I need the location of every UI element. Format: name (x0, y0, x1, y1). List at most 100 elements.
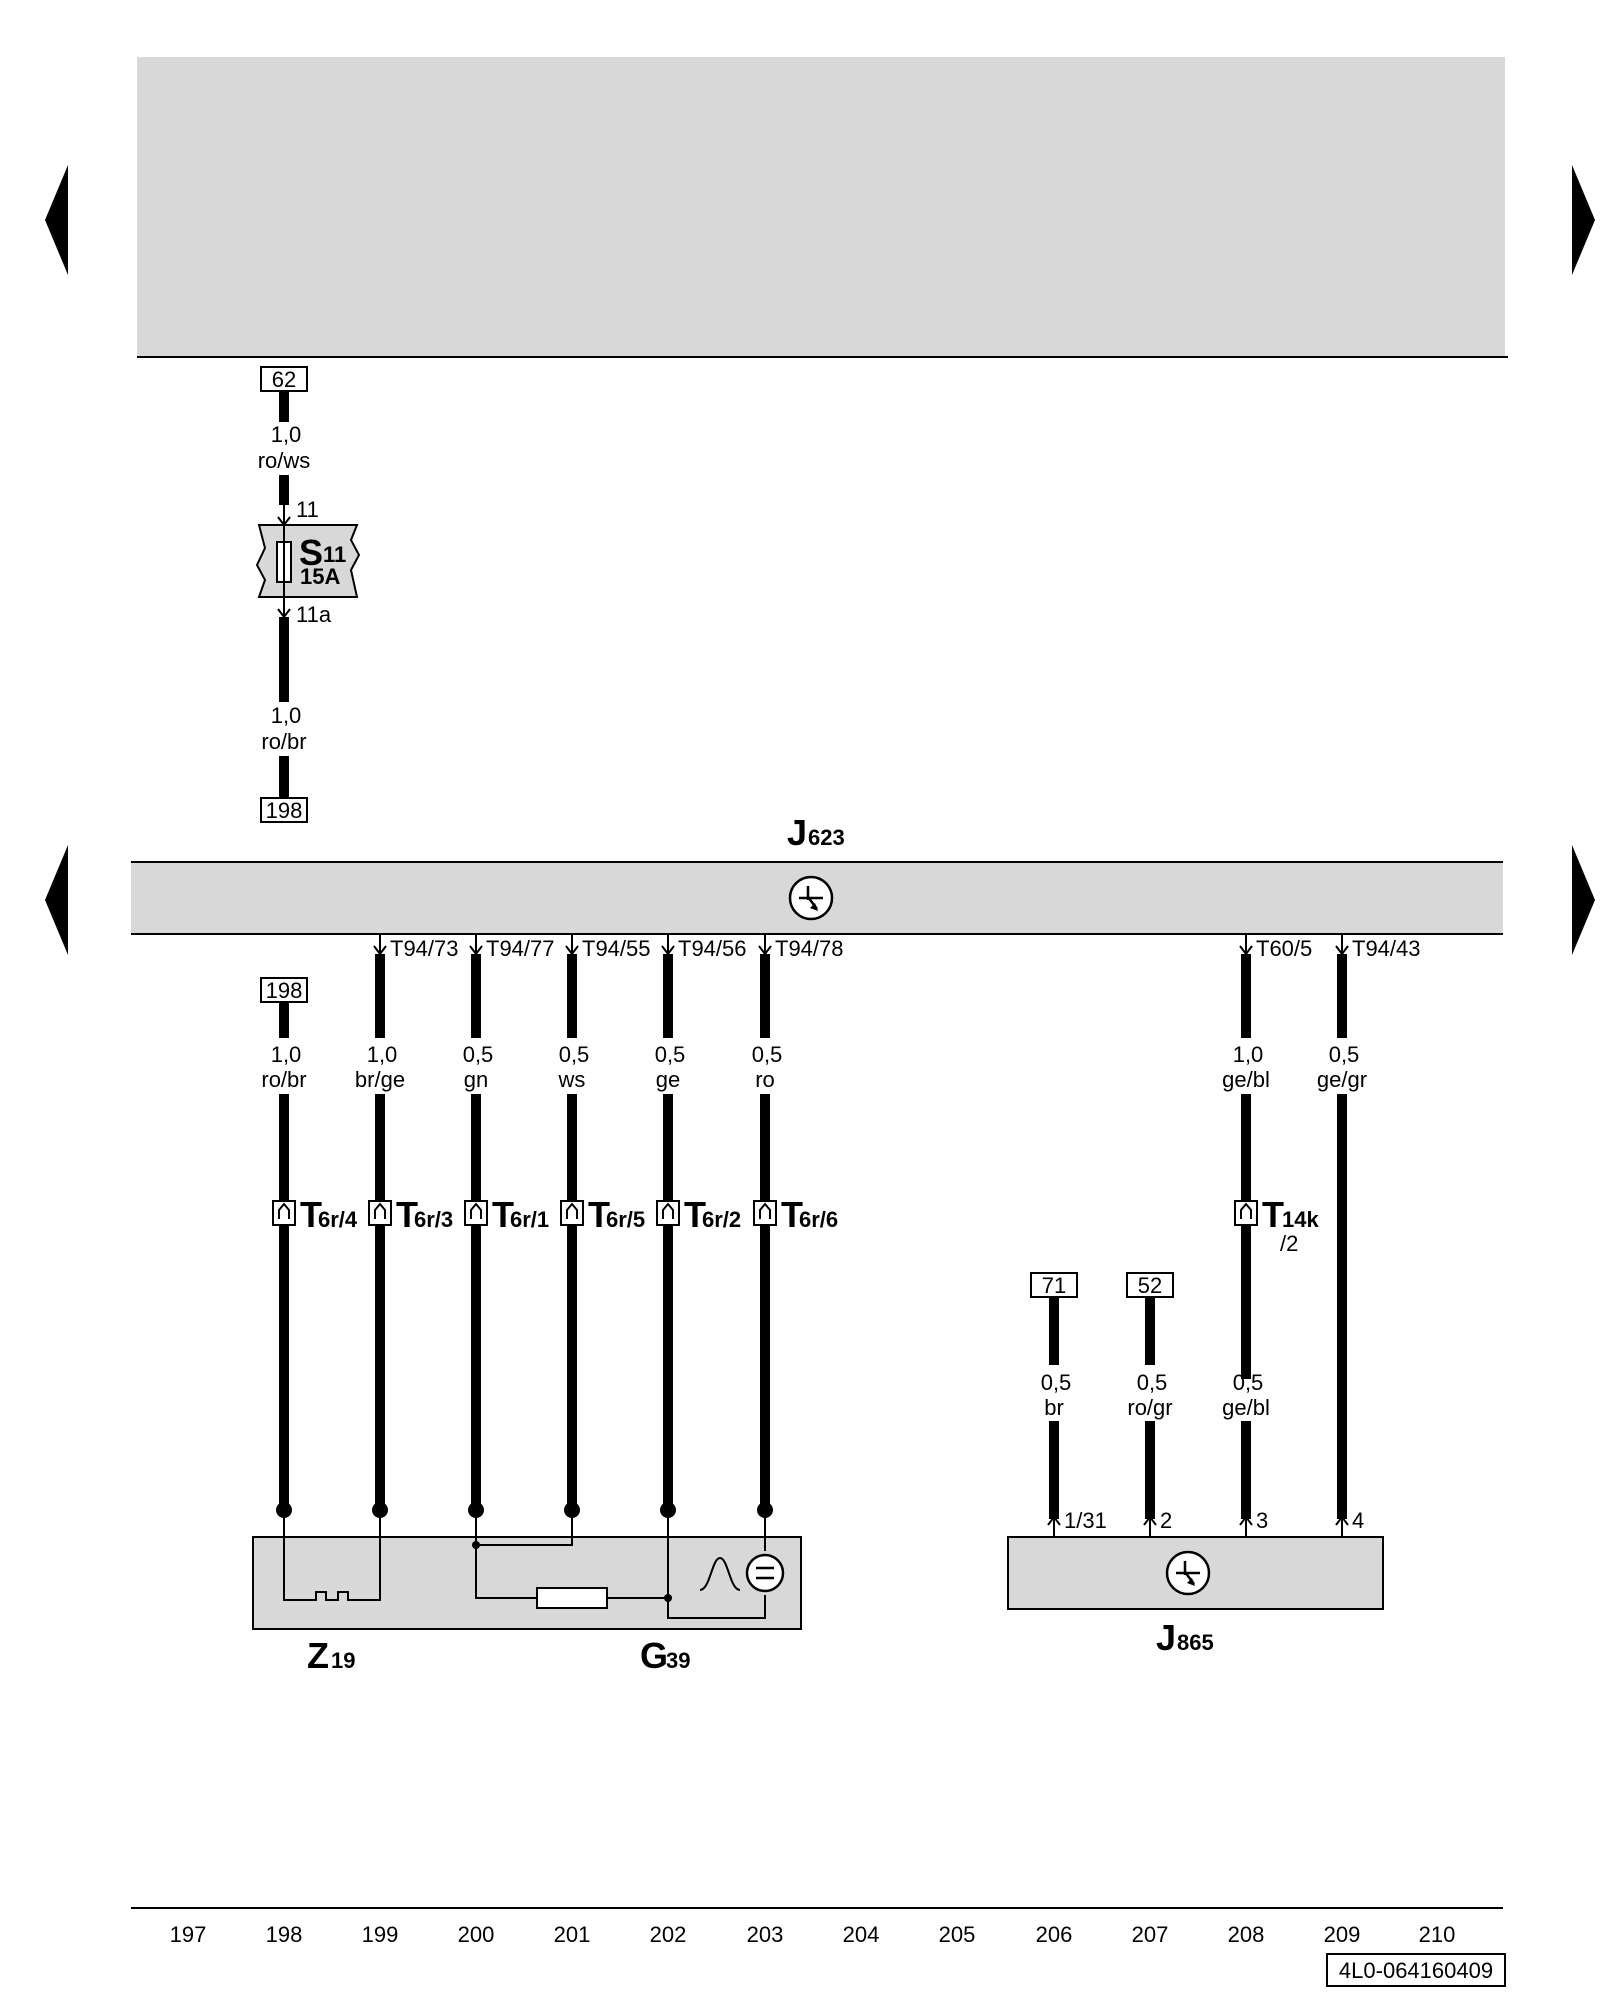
g39-sensor-node-mid (664, 1594, 672, 1602)
svg-text:205: 205 (939, 1922, 976, 1947)
wire-fuse-in-color: ro/ws (258, 448, 311, 473)
ecu-pin-t94-73: T94/73 (390, 936, 459, 961)
wire-fuse-out-upper (279, 617, 289, 702)
prev-page-arrow-bottom[interactable] (45, 845, 68, 955)
wire-segments-lower (279, 1094, 1347, 1519)
component-z19-name: Z (307, 1635, 329, 1676)
svg-text:T: T (396, 1194, 418, 1235)
ref-198-top: 198 (266, 798, 303, 823)
wire-fuse-out-color: ro/br (261, 729, 306, 754)
svg-text:210: 210 (1419, 1922, 1456, 1947)
svg-text:201: 201 (554, 1922, 591, 1947)
module-j865-transistor-icon (1165, 1550, 1211, 1596)
svg-text:6r/1: 6r/1 (510, 1207, 549, 1232)
fuse-pin-in: 11 (296, 497, 319, 522)
svg-text:6r/5: 6r/5 (606, 1207, 645, 1232)
svg-text:/2: /2 (1280, 1231, 1298, 1256)
z19-heater-element (283, 1510, 381, 1601)
j865-pin-3: 3 (1256, 1508, 1268, 1533)
svg-text:T: T (1262, 1194, 1284, 1235)
aux-wire-52-size: 0,5 (1137, 1370, 1168, 1395)
svg-text:209: 209 (1324, 1922, 1361, 1947)
svg-text:200: 200 (458, 1922, 495, 1947)
ref-box-198-bottom (260, 977, 308, 1003)
component-z19-sub: 19 (331, 1648, 355, 1673)
ecu-pin-t94-43: T94/43 (1352, 936, 1421, 961)
next-page-arrow-top[interactable] (1572, 165, 1595, 275)
prev-page-arrow-top[interactable] (45, 165, 68, 275)
top-grey-panel (137, 57, 1505, 357)
j865-pin-4: 4 (1352, 1508, 1364, 1533)
wire-7-size: 1,0 (1233, 1042, 1264, 1067)
connector-t6r-1: T 6r/1 (492, 1194, 549, 1235)
j865-pin-arrows (1047, 1515, 1349, 1537)
connector-t6r-4: T 6r/4 (300, 1194, 358, 1235)
wire-8-size: 0,5 (1329, 1042, 1360, 1067)
wire-5-size: 0,5 (655, 1042, 686, 1067)
svg-text:T: T (300, 1194, 322, 1235)
wire-6-size: 0,5 (752, 1042, 783, 1067)
svg-text:T: T (492, 1194, 514, 1235)
component-g39-name: G (640, 1635, 668, 1676)
svg-text:6r/6: 6r/6 (799, 1207, 838, 1232)
wire-2-color: br/ge (355, 1067, 405, 1092)
wire-4-color: ws (558, 1067, 586, 1092)
ecu-pin-t94-77: T94/77 (486, 936, 555, 961)
fuse-rating: 15A (300, 564, 340, 589)
wire-segments-upper (279, 954, 1347, 1038)
wire-5-color: ge (656, 1067, 680, 1092)
connector-t6r-3: T 6r/3 (396, 1194, 453, 1235)
wire-1-size: 1,0 (271, 1042, 302, 1067)
svg-text:6r/2: 6r/2 (702, 1207, 741, 1232)
document-id-box (1326, 1953, 1506, 1987)
g39-sensor-circuit (475, 1510, 766, 1619)
wire-8-color: ge/gr (1317, 1067, 1367, 1092)
sensor-z19-g39-box (252, 1536, 802, 1630)
connector-t6r-6: T 6r/6 (781, 1194, 838, 1235)
wire-fuse-in-size: 1,0 (271, 422, 302, 447)
wire-3-size: 0,5 (463, 1042, 494, 1067)
svg-text:14k: 14k (1282, 1207, 1319, 1232)
component-g39-sub: 39 (666, 1648, 690, 1673)
fuse-sub: 11 (323, 542, 346, 567)
svg-text:206: 206 (1036, 1922, 1073, 1947)
g39-sensor-node-top (472, 1541, 480, 1549)
fuse-pin-in-arrow (277, 505, 291, 527)
wire-3-color: gn (464, 1067, 488, 1092)
wire-t14k-lower-upper-segment (1241, 1225, 1251, 1365)
aux-wire-52-color: ro/gr (1127, 1395, 1172, 1420)
ecu-j623-transistor-icon (788, 875, 834, 921)
g39-signal-generator-icon (745, 1553, 785, 1593)
ref-box-198-top (260, 797, 308, 823)
module-j865-sub: 865 (1177, 1630, 1214, 1655)
svg-text:198: 198 (266, 1922, 303, 1947)
svg-text:207: 207 (1132, 1922, 1169, 1947)
svg-text:197: 197 (170, 1922, 207, 1947)
wire-fuse-in-upper (279, 391, 289, 422)
next-page-arrow-bottom[interactable] (1572, 845, 1595, 955)
wire-fuse-out-size: 1,0 (271, 703, 302, 728)
aux-wire-71-color: br (1044, 1395, 1064, 1420)
svg-text:T: T (588, 1194, 610, 1235)
ref-71: 71 (1042, 1273, 1066, 1298)
ecu-pin-t94-55: T94/55 (582, 936, 651, 961)
wire-6-color: ro (755, 1067, 775, 1092)
wire-fuse-out-lower (279, 756, 289, 798)
wire-7-color: ge/bl (1222, 1067, 1270, 1092)
svg-text:T: T (781, 1194, 803, 1235)
j865-pin-2: 2 (1160, 1508, 1172, 1533)
wire-1-color: ro/br (261, 1067, 306, 1092)
document-id: 4L0-064160409 (1339, 1958, 1493, 1983)
wire-fuse-in-lower (279, 475, 289, 505)
connector-t6r-2: T 6r/2 (684, 1194, 741, 1235)
fuse-name: S (299, 532, 323, 573)
ecu-sub: 623 (808, 825, 845, 850)
wire-7-lower-size: 0,5 (1233, 1370, 1264, 1395)
wire-2-size: 1,0 (367, 1042, 398, 1067)
svg-text:204: 204 (843, 1922, 880, 1947)
svg-text:6r/4: 6r/4 (318, 1207, 358, 1232)
ref-52: 52 (1138, 1273, 1162, 1298)
svg-text:208: 208 (1228, 1922, 1265, 1947)
inline-connector-icons (272, 1200, 1258, 1226)
